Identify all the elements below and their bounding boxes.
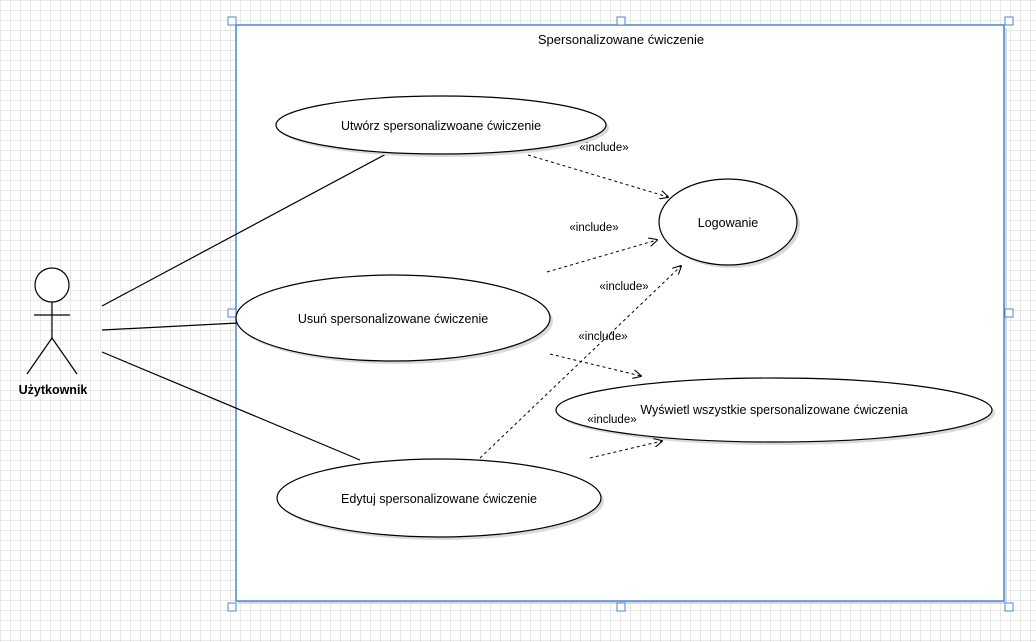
actor-user[interactable]: [26, 267, 78, 375]
actor-name: Użytkownik: [19, 383, 88, 397]
include-delete-show-all[interactable]: [549, 353, 641, 376]
actor-head: [34, 267, 70, 303]
include-delete-login[interactable]: [546, 240, 657, 273]
actor-left-leg: [26, 337, 53, 375]
use-case-delete[interactable]: Usuń spersonalizowane ćwiczenie: [235, 274, 553, 364]
selection-handles[interactable]: [227, 16, 1014, 612]
include-label-4: «include»: [578, 331, 627, 343]
resize-handle-bottom-right[interactable]: [1004, 602, 1014, 612]
include-edit-show-all[interactable]: [589, 441, 662, 459]
association-edit[interactable]: [101, 351, 361, 461]
include-label-2: «include»: [569, 222, 618, 234]
include-label-3: «include»: [599, 281, 648, 293]
use-case-create-label: Utwórz spersonalizwoane ćwiczenie: [341, 119, 541, 133]
resize-handle-top[interactable]: [616, 16, 626, 26]
use-case-edit-label: Edytuj spersonalizowane ćwiczenie: [341, 492, 537, 506]
resize-handle-top-right[interactable]: [1004, 16, 1014, 26]
system-title: Spersonalizowane ćwiczenie: [538, 32, 704, 47]
include-edit-login[interactable]: [479, 266, 681, 459]
use-case-delete-label: Usuń spersonalizowane ćwiczenie: [298, 312, 488, 326]
use-case-create[interactable]: Utwórz spersonalizwoane ćwiczenie: [275, 95, 609, 157]
actor-right-leg: [51, 337, 78, 375]
use-case-show-all[interactable]: Wyświetl wszystkie spersonalizowane ćwic…: [555, 377, 995, 445]
resize-handle-top-left[interactable]: [227, 16, 237, 26]
resize-handle-left[interactable]: [227, 308, 237, 318]
resize-handle-right[interactable]: [1004, 308, 1014, 318]
use-case-show-all-label: Wyświetl wszystkie spersonalizowane ćwic…: [640, 403, 907, 417]
resize-handle-bottom-left[interactable]: [227, 602, 237, 612]
include-create-login[interactable]: [527, 154, 668, 197]
use-case-edit[interactable]: Edytuj spersonalizowane ćwiczenie: [276, 458, 604, 540]
association-delete[interactable]: [101, 322, 239, 331]
include-label-1: «include»: [579, 142, 628, 154]
use-case-login-label: Logowanie: [698, 216, 759, 230]
include-label-5: «include»: [587, 414, 636, 426]
resize-handle-bottom[interactable]: [616, 602, 626, 612]
use-case-login[interactable]: Logowanie: [658, 178, 800, 268]
association-create[interactable]: [101, 152, 389, 307]
